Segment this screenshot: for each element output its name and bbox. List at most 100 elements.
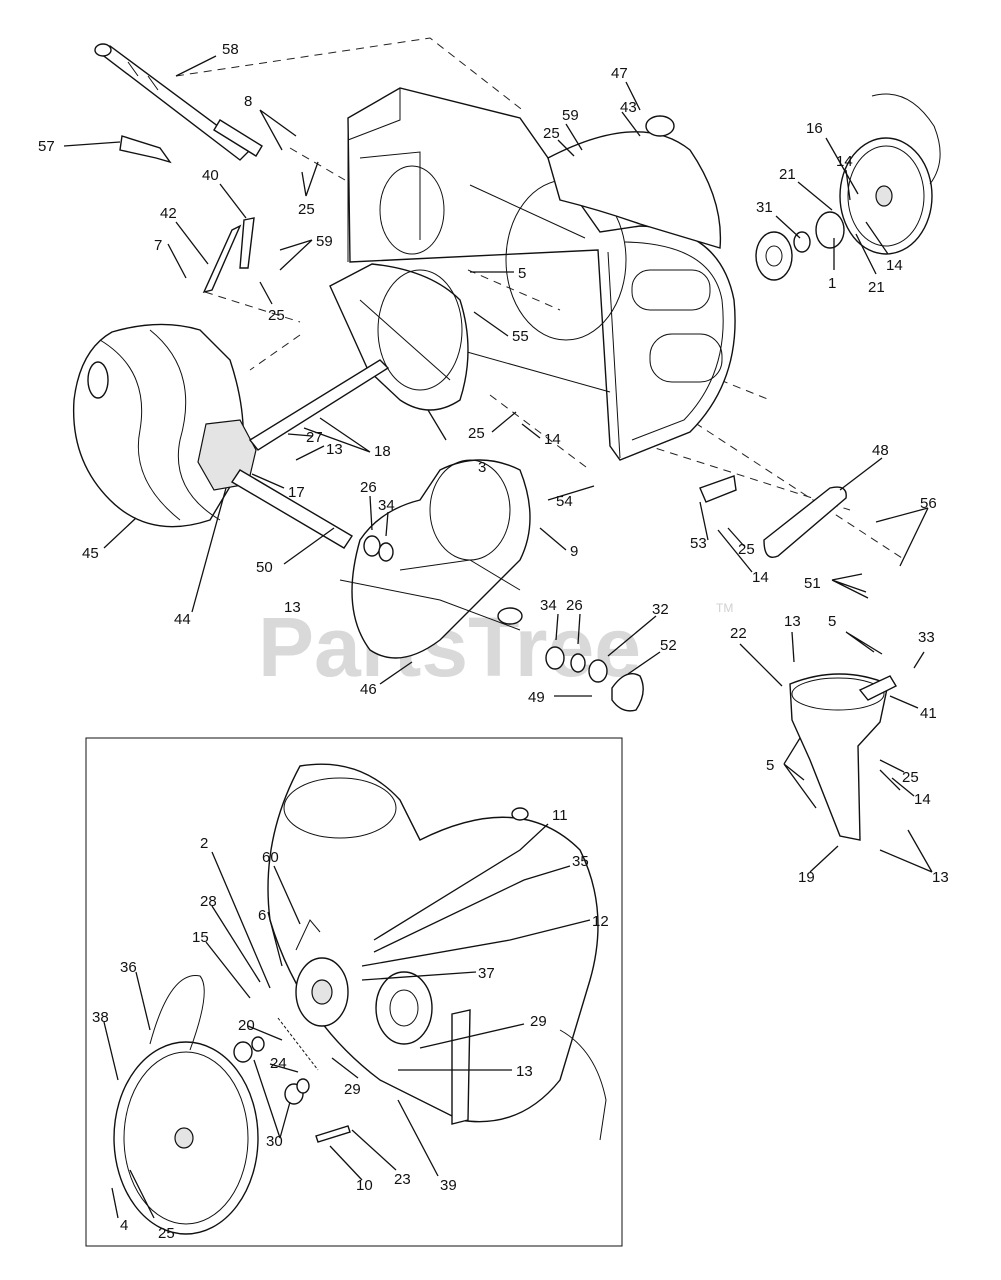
callout-18: 18 xyxy=(374,443,391,460)
callout-49: 49 xyxy=(528,689,545,706)
auger-axle xyxy=(231,359,390,549)
callout-labels: 58 57 8 25 40 42 7 59 25 59 25 43 47 5 5… xyxy=(38,41,949,886)
callout-19: 19 xyxy=(798,869,815,886)
callout-37: 37 xyxy=(478,965,495,982)
leader-lines xyxy=(63,55,933,873)
auger-housing xyxy=(347,87,736,461)
detail-inset-frame xyxy=(85,737,623,1247)
auger-shaft xyxy=(94,43,263,161)
alignment-dashed-lines xyxy=(175,37,906,561)
callout-58: 58 xyxy=(222,41,239,58)
pulley-bearings xyxy=(755,211,845,281)
inset-pulley-bracket xyxy=(277,919,471,1125)
scraper-bar xyxy=(699,475,737,503)
callout-17: 17 xyxy=(288,484,305,501)
callout-44: 44 xyxy=(174,611,191,628)
callout-2: 2 xyxy=(200,835,208,852)
callout-3: 3 xyxy=(478,459,486,476)
callout-53: 53 xyxy=(690,535,707,552)
callout-14-d: 14 xyxy=(886,257,903,274)
callout-16: 16 xyxy=(806,120,823,137)
callout-34-a: 34 xyxy=(378,497,395,514)
callout-25-d: 25 xyxy=(468,425,485,442)
callout-9: 9 xyxy=(570,543,578,560)
callout-55: 55 xyxy=(512,328,529,345)
callout-59-a: 59 xyxy=(316,233,333,250)
callout-14-b: 14 xyxy=(752,569,769,586)
callout-32: 32 xyxy=(652,601,669,618)
callout-34-b: 34 xyxy=(540,597,557,614)
watermark-trademark: TM xyxy=(716,601,733,615)
callout-1: 1 xyxy=(828,275,836,292)
inset-leader-lines xyxy=(103,823,591,1219)
callout-22: 22 xyxy=(730,625,747,642)
callout-38: 38 xyxy=(92,1009,109,1026)
callout-14-e: 14 xyxy=(914,791,931,808)
callout-21-a: 21 xyxy=(779,166,796,183)
callout-8: 8 xyxy=(244,93,252,110)
inset-idler-caps xyxy=(233,1036,351,1143)
callout-25-b: 25 xyxy=(268,307,285,324)
callout-14-c: 14 xyxy=(836,153,853,170)
callout-43: 43 xyxy=(620,99,637,116)
callout-40: 40 xyxy=(202,167,219,184)
callout-13-c: 13 xyxy=(784,613,801,630)
callout-13-b: 13 xyxy=(284,599,301,616)
callout-6: 6 xyxy=(258,907,266,924)
callout-7: 7 xyxy=(154,237,162,254)
callout-48: 48 xyxy=(872,442,889,459)
shear-pin-bracket xyxy=(119,135,172,164)
callout-25-c: 25 xyxy=(543,125,560,142)
callout-5-a: 5 xyxy=(518,265,526,282)
callout-27: 27 xyxy=(306,429,323,446)
callout-13-e: 13 xyxy=(516,1063,533,1080)
callout-31: 31 xyxy=(756,199,773,216)
callout-11: 11 xyxy=(552,807,568,824)
inset-drive-pulley xyxy=(113,975,259,1235)
callout-21-b: 21 xyxy=(868,279,885,296)
callout-25-e: 25 xyxy=(738,541,755,558)
impeller-cover xyxy=(547,115,722,249)
callout-20: 20 xyxy=(238,1017,255,1034)
callout-36: 36 xyxy=(120,959,137,976)
callout-42: 42 xyxy=(160,205,177,222)
callout-59-b: 59 xyxy=(562,107,579,124)
callout-54: 54 xyxy=(556,493,573,510)
bearing-flange xyxy=(611,673,644,712)
callout-47: 47 xyxy=(611,65,628,82)
right-auger xyxy=(339,459,531,659)
control-links xyxy=(202,217,255,294)
callout-25-f: 25 xyxy=(902,769,919,786)
callout-30: 30 xyxy=(266,1133,283,1150)
callout-51: 51 xyxy=(804,575,821,592)
auger-bushings xyxy=(363,535,608,683)
callout-12: 12 xyxy=(592,913,609,930)
callout-10: 10 xyxy=(356,1177,373,1194)
callout-23: 23 xyxy=(394,1171,411,1188)
callout-26-a: 26 xyxy=(360,479,377,496)
shave-plate xyxy=(763,486,847,558)
callout-52: 52 xyxy=(660,637,677,654)
callout-26-b: 26 xyxy=(566,597,583,614)
callout-35: 35 xyxy=(572,853,589,870)
callout-15: 15 xyxy=(192,929,209,946)
callout-46: 46 xyxy=(360,681,377,698)
impeller-pulley xyxy=(839,93,941,255)
callout-14-a: 14 xyxy=(544,431,561,448)
callout-45: 45 xyxy=(82,545,99,562)
inset-callout-labels: 11 35 12 37 29 13 2 60 6 28 15 36 38 20 … xyxy=(92,807,609,1242)
callout-28: 28 xyxy=(200,893,217,910)
callout-25-g: 25 xyxy=(158,1225,175,1242)
callout-60: 60 xyxy=(262,849,279,866)
callout-5-b: 5 xyxy=(828,613,836,630)
discharge-chute xyxy=(789,673,897,841)
callout-39: 39 xyxy=(440,1177,457,1194)
callout-41: 41 xyxy=(920,705,937,722)
callout-13-d: 13 xyxy=(932,869,949,886)
callout-5-c: 5 xyxy=(766,757,774,774)
callout-56: 56 xyxy=(920,495,937,512)
callout-25-a: 25 xyxy=(298,201,315,218)
callout-24: 24 xyxy=(270,1055,287,1072)
